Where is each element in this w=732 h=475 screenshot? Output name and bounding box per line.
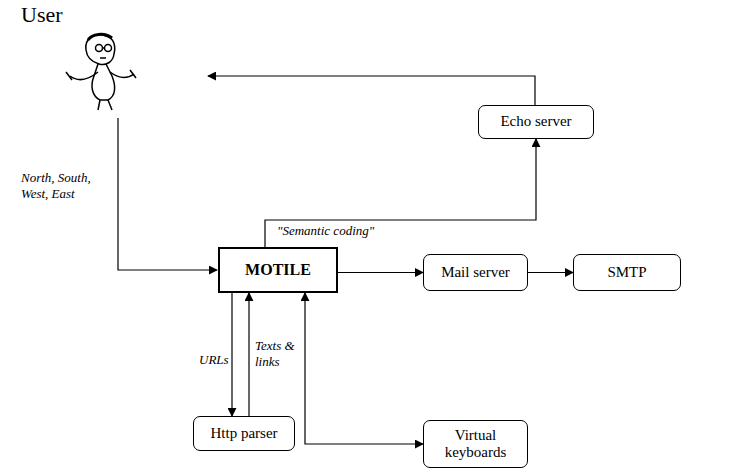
keyboard-box: Virtual keyboards [423, 420, 528, 468]
box-text: MOTILE [245, 261, 311, 279]
edge-label: URLs [198, 352, 230, 368]
server-box: Echo server [478, 105, 594, 139]
box-text: SMTP [607, 264, 646, 281]
connector-arrow [231, 293, 232, 416]
input-arrow [118, 118, 217, 270]
box-text: Virtual keyboards [432, 427, 519, 462]
user-figure [66, 34, 136, 110]
feedback-arrow [208, 76, 535, 105]
server-box: Mail server [423, 254, 528, 291]
box-text: Http parser [210, 425, 277, 442]
core-box: MOTILE [218, 247, 338, 293]
connector-arrow [248, 293, 249, 416]
connector-arrow [528, 272, 573, 273]
connector-arrow [265, 139, 536, 247]
edge-label: Texts & links [254, 338, 304, 369]
edge-label: "Semantic coding" [276, 223, 375, 239]
input-label: North, South, West, East [20, 170, 114, 201]
parser-box: Http parser [193, 416, 295, 451]
box-text: Echo server [500, 113, 571, 130]
connector-arrow [338, 272, 423, 273]
box-text: Mail server [441, 264, 510, 281]
connector-arrow [305, 293, 423, 444]
protocol-box: SMTP [573, 254, 681, 291]
user-label: User [20, 2, 64, 28]
